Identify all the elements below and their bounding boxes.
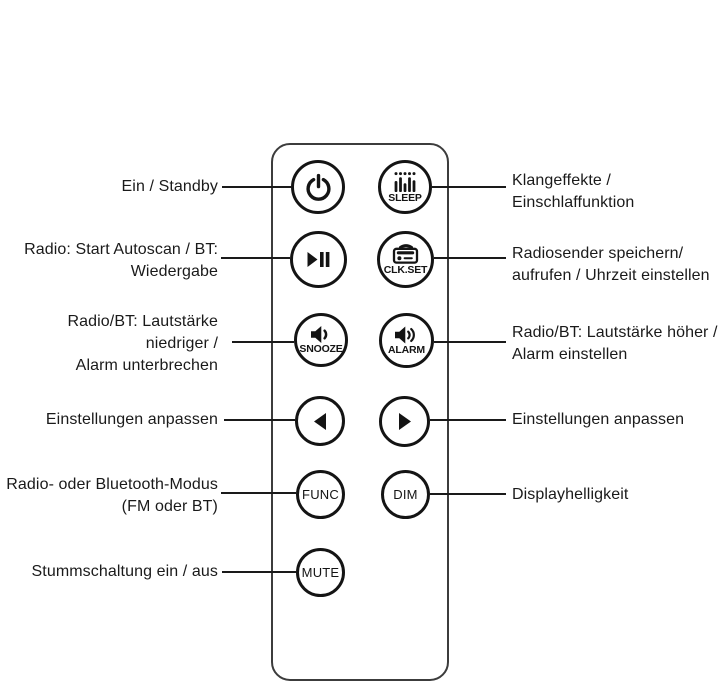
annotation-alarm: Radio/BT: Lautstärke höher / Alarm einst… xyxy=(512,322,718,366)
leader-line-mute xyxy=(222,571,296,573)
play-pause-icon xyxy=(307,252,330,267)
annotation-text: Radio: Start Autoscan / BT: xyxy=(24,241,218,258)
sleep-button-label: SLEEP xyxy=(388,191,422,204)
snooze-button[interactable]: SNOOZE xyxy=(294,313,348,367)
leader-line-play-pause xyxy=(221,257,290,259)
dim-button[interactable]: DIM xyxy=(381,470,430,519)
arrow-right-icon xyxy=(398,413,411,430)
leader-line-next xyxy=(430,419,506,421)
annotation-snooze: Radio/BT: Lautstärke niedriger / Alarm u… xyxy=(0,311,218,377)
leader-line-snooze xyxy=(232,341,294,343)
mute-button-label: MUTE xyxy=(301,565,340,580)
annotation-text: Radio/BT: Lautstärke höher / xyxy=(512,324,718,341)
alarm-button[interactable]: ALARM xyxy=(379,313,434,368)
annotation-clk-set: Radiosender speichern/ aufrufen / Uhrzei… xyxy=(512,243,718,287)
annotation-text: Ein / Standby xyxy=(121,178,218,195)
arrow-left-icon xyxy=(314,412,326,430)
annotation-text: Displayhelligkeit xyxy=(512,486,629,503)
annotation-text: (FM oder BT) xyxy=(121,498,218,515)
leader-line-sleep xyxy=(432,186,506,188)
sleep-button[interactable]: SLEEP xyxy=(378,160,432,214)
annotation-text: aufrufen / Uhrzeit einstellen xyxy=(512,267,710,284)
next-button[interactable] xyxy=(379,396,430,447)
annotation-text: Einstellungen anpassen xyxy=(45,411,218,428)
clk-set-button-label: CLK.SET xyxy=(383,264,428,276)
annotation-text: Stummschaltung ein / aus xyxy=(31,563,218,580)
annotation-text: Alarm unterbrechen xyxy=(75,357,218,374)
annotation-text: Einschlaffunktion xyxy=(512,194,635,211)
annotation-sleep: Klangeffekte / Einschlaffunktion xyxy=(512,170,718,214)
annotation-text: niedriger / xyxy=(145,335,218,352)
leader-line-power xyxy=(222,186,291,188)
volume-down-icon xyxy=(311,325,328,343)
annotation-play-pause: Radio: Start Autoscan / BT: Wiedergabe xyxy=(0,239,218,283)
annotation-text: Radio- oder Bluetooth-Modus xyxy=(6,476,218,493)
leader-line-dim xyxy=(430,493,506,495)
leader-line-prev xyxy=(224,419,295,421)
annotation-power: Ein / Standby xyxy=(0,176,218,198)
power-button[interactable] xyxy=(291,160,345,214)
annotation-text: Radiosender speichern/ xyxy=(512,245,684,262)
radio-icon xyxy=(392,244,419,264)
snooze-button-label: SNOOZE xyxy=(299,342,343,355)
clk-set-button[interactable]: CLK.SET xyxy=(377,231,434,288)
leader-line-clk-set xyxy=(434,257,506,259)
leader-line-func xyxy=(221,492,296,494)
leader-line-alarm xyxy=(434,341,506,343)
func-button-label: FUNC xyxy=(302,487,339,502)
annotation-next: Einstellungen anpassen xyxy=(512,409,718,431)
alarm-button-label: ALARM xyxy=(388,343,425,356)
annotation-text: Wiedergabe xyxy=(130,263,218,280)
volume-up-icon xyxy=(395,326,415,343)
annotation-text: Einstellungen anpassen xyxy=(512,411,685,428)
annotation-text: Alarm einstellen xyxy=(512,346,628,363)
annotation-text: Klangeffekte / xyxy=(512,172,611,189)
annotation-mute: Stummschaltung ein / aus xyxy=(0,561,218,583)
annotation-func: Radio- oder Bluetooth-Modus (FM oder BT) xyxy=(0,474,218,518)
power-icon xyxy=(305,173,331,201)
equalizer-bars-icon xyxy=(394,171,416,192)
mute-button[interactable]: MUTE xyxy=(296,548,345,597)
annotation-dim: Displayhelligkeit xyxy=(512,484,718,506)
annotation-prev: Einstellungen anpassen xyxy=(0,409,218,431)
prev-button[interactable] xyxy=(295,396,345,446)
dim-button-label: DIM xyxy=(393,487,418,502)
annotation-text: Radio/BT: Lautstärke xyxy=(67,313,218,330)
func-button[interactable]: FUNC xyxy=(296,470,345,519)
play-pause-button[interactable] xyxy=(290,231,347,288)
